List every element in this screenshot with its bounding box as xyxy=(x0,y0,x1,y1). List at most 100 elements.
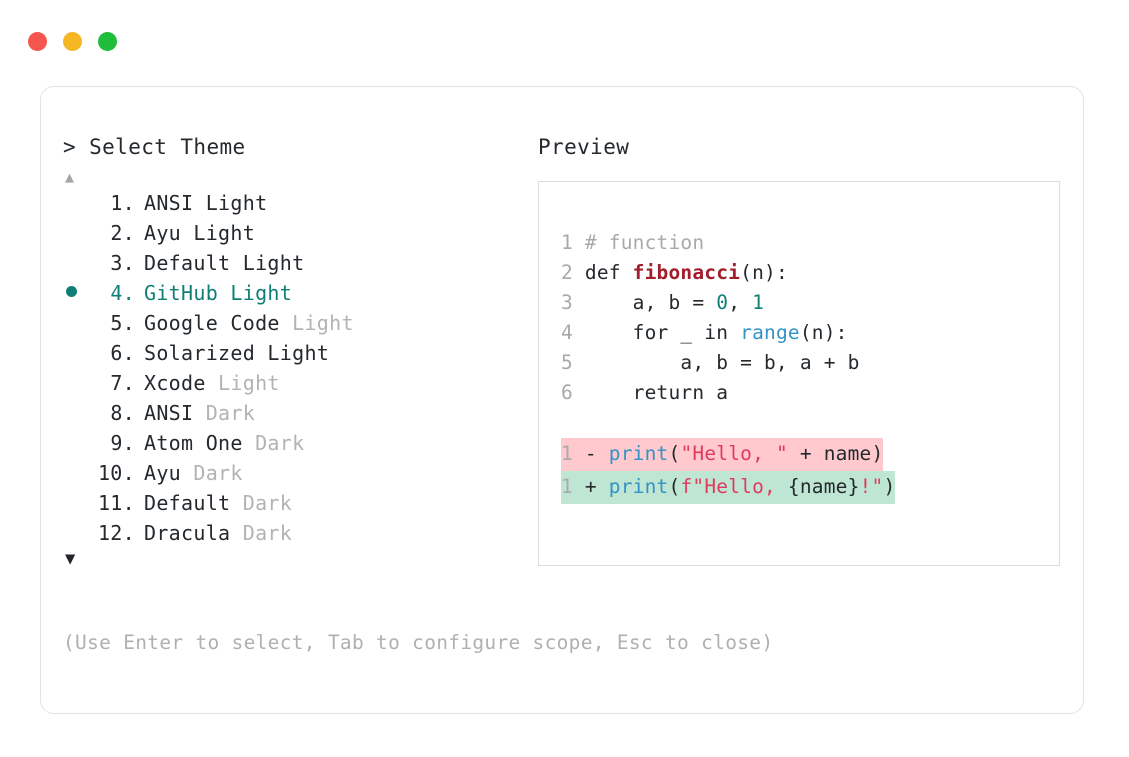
theme-item-number: 6. xyxy=(110,341,135,365)
theme-item-number: 11. xyxy=(97,491,135,515)
theme-item-number: 5. xyxy=(110,311,135,335)
theme-item-name: Atom One Dark xyxy=(144,431,305,455)
theme-item-variant: Dark xyxy=(193,461,243,485)
theme-list-item[interactable]: 1. ANSI Light xyxy=(63,191,533,221)
theme-item-name: GitHub Light xyxy=(144,281,293,305)
diff-token: ( xyxy=(668,442,681,465)
diff-sign: - xyxy=(572,442,609,465)
diff-token: print xyxy=(608,442,669,465)
maximize-icon[interactable] xyxy=(98,32,117,51)
theme-list-item[interactable]: 10. Ayu Dark xyxy=(63,461,533,491)
close-icon[interactable] xyxy=(28,32,47,51)
code-line: 5 a, b = b, a + b xyxy=(539,348,1059,378)
theme-item-number: 10. xyxy=(97,461,135,485)
diff-token: f"Hello, xyxy=(680,475,788,498)
theme-item-variant: Light xyxy=(218,371,280,395)
code-token: (n): xyxy=(740,261,788,284)
diff-sign: + xyxy=(572,475,609,498)
theme-item-number: 12. xyxy=(97,521,135,545)
diff-token: print xyxy=(608,475,669,498)
theme-item-variant: Dark xyxy=(205,401,256,425)
code-line: 6 return a xyxy=(539,378,1059,408)
minimize-icon[interactable] xyxy=(63,32,82,51)
code-token: fibonacci xyxy=(632,261,741,284)
diff-sample: 1 - print("Hello, " + name)1 + print(f"H… xyxy=(539,438,1059,504)
code-line-number: 3 xyxy=(561,291,573,314)
code-line: 2 def fibonacci(n): xyxy=(539,258,1059,288)
theme-item-name: Default Light xyxy=(144,251,305,275)
code-line-number: 4 xyxy=(561,321,573,344)
theme-list-item[interactable]: 6. Solarized Light xyxy=(63,341,533,371)
theme-item-number: 2. xyxy=(110,221,135,245)
diff-highlight: 1 + print(f"Hello, {name}!") xyxy=(561,471,896,504)
theme-list-item[interactable]: 12. Dracula Dark xyxy=(63,521,533,551)
scroll-down-icon[interactable]: ▼ xyxy=(65,549,76,569)
diff-token: {name} xyxy=(787,475,860,498)
theme-item-number: 1. xyxy=(110,191,135,215)
code-token: def xyxy=(572,261,633,284)
theme-item-number: 9. xyxy=(110,431,135,455)
theme-item-name: Solarized Light xyxy=(144,341,330,365)
diff-token: !" xyxy=(859,475,884,498)
theme-item-variant: Dark xyxy=(255,431,305,455)
theme-list: 1. ANSI Light 2. Ayu Light 3. Default Light 4.… xyxy=(63,191,533,551)
code-token: , xyxy=(728,291,753,314)
diff-token: "Hello, " xyxy=(680,442,788,465)
diff-token: ) xyxy=(883,475,896,498)
code-line-number: 1 xyxy=(561,231,573,254)
code-line-number: 6 xyxy=(561,381,573,404)
theme-item-number: 3. xyxy=(110,251,135,275)
theme-item-variant: Light xyxy=(193,221,256,245)
theme-item-variant: Light xyxy=(205,191,268,215)
code-token: a, b = b, a + b xyxy=(572,351,860,374)
theme-list-item[interactable]: 5.Google Code Light xyxy=(63,311,533,341)
theme-selector-pane: > Select Theme ▲ 1. ANSI Light 2. Ayu Light… xyxy=(63,135,533,569)
theme-list-item[interactable]: 3. Default Light xyxy=(63,251,533,281)
selected-bullet-icon xyxy=(66,286,77,297)
diff-token: ( xyxy=(668,475,681,498)
theme-item-variant: Light xyxy=(292,311,354,335)
theme-item-variant: Dark xyxy=(242,521,293,545)
theme-item-variant: Light xyxy=(242,251,305,275)
code-line: 3 a, b = 0, 1 xyxy=(539,288,1059,318)
theme-item-name: Ayu Light xyxy=(144,221,256,245)
code-line: 4 for _ in range(n): xyxy=(539,318,1059,348)
theme-item-name: Dracula Dark xyxy=(144,521,293,545)
diff-line-number: 1 xyxy=(561,475,573,498)
theme-item-variant: Dark xyxy=(242,491,293,515)
code-token: 0 xyxy=(716,291,729,314)
code-token: 1 xyxy=(752,291,765,314)
theme-list-item[interactable]: 7. Xcode Light xyxy=(63,371,533,401)
theme-item-number: 8. xyxy=(110,401,135,425)
theme-item-name: Ayu Dark xyxy=(144,461,243,485)
code-line-number: 2 xyxy=(561,261,573,284)
theme-list-item[interactable]: 9. Atom One Dark xyxy=(63,431,533,461)
theme-item-number: 7. xyxy=(110,371,135,395)
theme-item-name: Xcode Light xyxy=(144,371,280,395)
theme-item-name: ANSI Light xyxy=(144,191,268,215)
diff-line-number: 1 xyxy=(561,442,573,465)
theme-picker-card: > Select Theme ▲ 1. ANSI Light 2. Ayu Light… xyxy=(40,86,1084,714)
theme-list-item[interactable]: 8. ANSI Dark xyxy=(63,401,533,431)
code-token: for _ in xyxy=(572,321,741,344)
theme-item-name: Default Dark xyxy=(144,491,293,515)
theme-list-item[interactable]: 11. Default Dark xyxy=(63,491,533,521)
theme-item-name: ANSI Dark xyxy=(144,401,256,425)
code-token: return a xyxy=(572,381,729,404)
code-line: 1 # function xyxy=(539,228,1059,258)
code-token: range xyxy=(740,321,800,344)
theme-item-variant: Light xyxy=(267,341,330,365)
theme-list-item[interactable]: 2. Ayu Light xyxy=(63,221,533,251)
keyboard-hint: (Use Enter to select, Tab to configure s… xyxy=(63,631,774,654)
code-token: (n): xyxy=(799,321,848,344)
diff-line-del: 1 - print("Hello, " + name) xyxy=(539,438,1059,471)
scroll-up-icon[interactable]: ▲ xyxy=(65,168,75,186)
select-theme-prompt: > Select Theme xyxy=(63,135,246,159)
code-token: a, b = xyxy=(572,291,717,314)
window-traffic-lights xyxy=(28,32,117,51)
theme-list-item[interactable]: 4.GitHub Light xyxy=(63,281,533,311)
diff-line-add: 1 + print(f"Hello, {name}!") xyxy=(539,471,1059,504)
